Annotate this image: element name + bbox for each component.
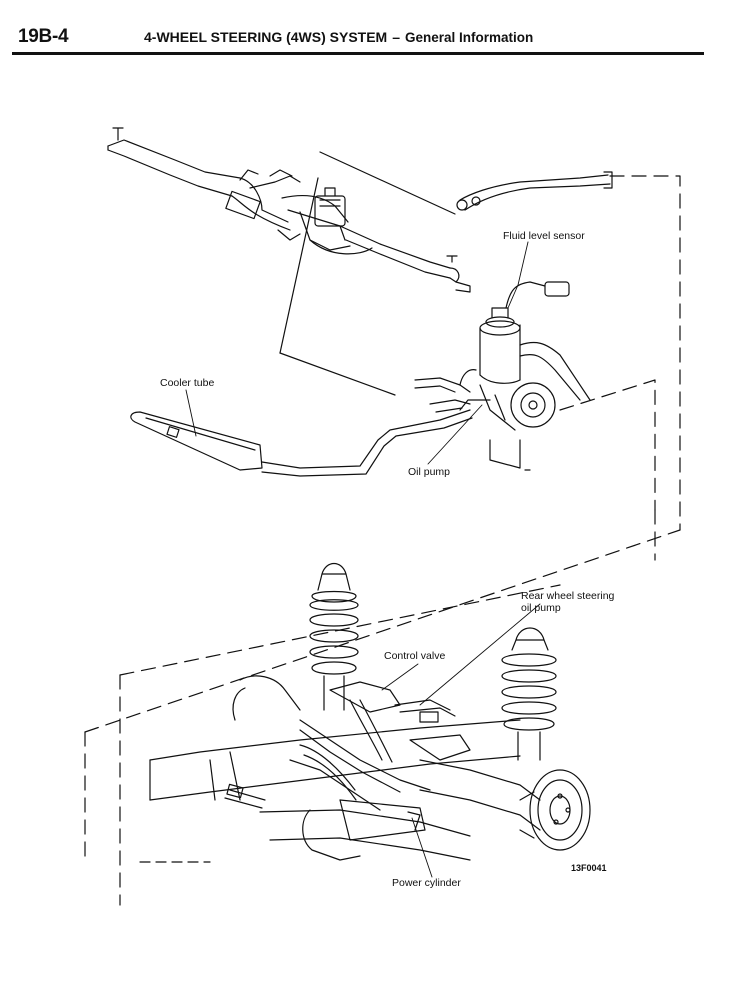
header-rule xyxy=(12,52,704,55)
rear-axle-assembly xyxy=(149,675,541,861)
label-cooler-tube: Cooler tube xyxy=(160,377,215,389)
title-separator: – xyxy=(392,29,401,45)
strut-left xyxy=(309,562,359,711)
oil-pump-assembly xyxy=(414,281,591,469)
leader-lines xyxy=(185,241,541,878)
page-title: 4-WHEEL STEERING (4WS) SYSTEM–General In… xyxy=(144,29,533,45)
section-title: 4-WHEEL STEERING (4WS) SYSTEM xyxy=(144,29,388,45)
fluid-hose-upper xyxy=(456,171,613,211)
section-subtitle: General Information xyxy=(405,30,534,45)
strut-right xyxy=(501,627,557,761)
brake-drum xyxy=(519,769,591,851)
label-rear-wheel-steering-oil-pump-line2: oil pump xyxy=(521,602,561,614)
dashed-frame-rear xyxy=(84,509,681,906)
leader-line-gearbox xyxy=(319,151,456,215)
leader-line-gearbox-left xyxy=(279,177,319,354)
label-rear-wheel-steering-oil-pump-line1: Rear wheel steering xyxy=(521,590,615,602)
figure-code: 13F0041 xyxy=(571,863,607,873)
label-fluid-level-sensor: Fluid level sensor xyxy=(503,230,585,242)
cooler-tube xyxy=(130,399,473,477)
dashed-frame-pump xyxy=(559,379,656,511)
steering-gear-box xyxy=(107,127,471,293)
page-header: 19B-4 4-WHEEL STEERING (4WS) SYSTEM–Gene… xyxy=(12,26,704,52)
label-control-valve: Control valve xyxy=(384,650,446,662)
label-oil-pump: Oil pump xyxy=(408,466,451,478)
leader-line-tube xyxy=(279,352,396,396)
dashed-frame-right xyxy=(609,175,681,531)
label-power-cylinder: Power cylinder xyxy=(392,877,461,889)
page-number: 19B-4 xyxy=(18,26,69,47)
